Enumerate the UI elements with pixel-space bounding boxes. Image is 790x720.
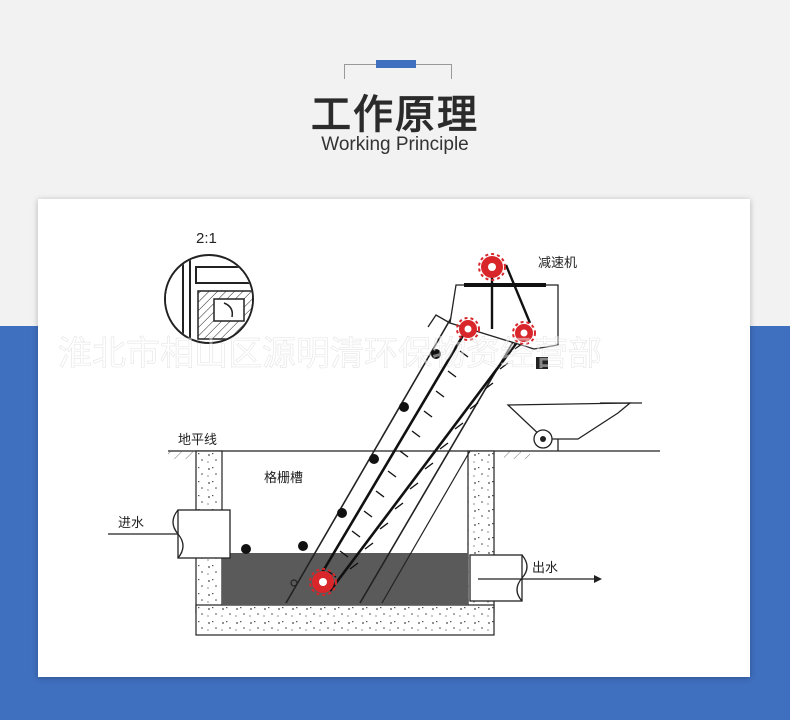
wheelbarrow bbox=[506, 402, 642, 451]
sprockets bbox=[290, 253, 536, 596]
working-principle-diagram: 2:1 地平线 格栅槽 bbox=[58, 230, 660, 636]
title-decoration-bar bbox=[376, 60, 416, 68]
inlet-pipe: 进水 bbox=[108, 509, 231, 559]
concrete-channel: 格栅槽 bbox=[195, 450, 495, 636]
ground-level-label: 地平线 bbox=[178, 433, 217, 448]
ground-level: 地平线 bbox=[168, 433, 660, 459]
sprocket-upper-left-icon bbox=[456, 317, 480, 341]
outlet-pipe: 出水 bbox=[469, 554, 602, 602]
water-body bbox=[222, 553, 468, 605]
watermark: 淮北市相山区源明清环保物资经营部 bbox=[58, 334, 602, 374]
sprocket-bottom-icon bbox=[309, 568, 337, 596]
debris bbox=[241, 349, 441, 554]
detail-inset: 2:1 bbox=[164, 230, 254, 344]
water-outlet-label: 出水 bbox=[532, 561, 558, 576]
section-title: 工作原理 bbox=[311, 92, 479, 138]
section-subtitle: Working Principle bbox=[321, 134, 469, 155]
rake-chains bbox=[314, 326, 526, 592]
reducer-label: 减速机 bbox=[538, 256, 577, 271]
screen-channel-label: 格栅槽 bbox=[264, 470, 303, 486]
sprocket-upper-right-icon bbox=[512, 321, 536, 345]
scale-label: 2:1 bbox=[196, 230, 217, 247]
water-inlet-label: 进水 bbox=[118, 516, 144, 531]
diagram-card: 2:1 地平线 格栅槽 bbox=[38, 199, 750, 677]
sprocket-top-icon bbox=[478, 253, 506, 281]
